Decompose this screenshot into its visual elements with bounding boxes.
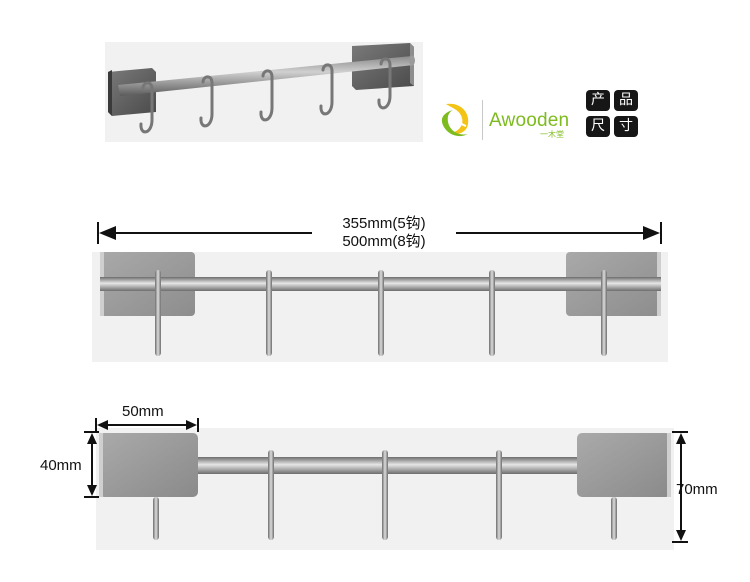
rail-3d xyxy=(118,56,414,96)
plate-height-label: 40mm xyxy=(40,457,82,474)
length-dimension-arrow xyxy=(97,222,662,244)
length-label-8-hooks: 500mm(8钩) xyxy=(342,233,426,250)
brand-divider xyxy=(482,100,483,140)
length-label-5-hooks: 355mm(5钩) xyxy=(342,215,426,232)
plate-height-dimension xyxy=(84,431,99,498)
awooden-swirl-logo-icon xyxy=(441,103,469,137)
overall-height-label: 70mm xyxy=(676,481,718,498)
badge-char: 寸 xyxy=(614,116,638,137)
plate-width-dimension xyxy=(95,418,199,432)
plate-width-label: 50mm xyxy=(122,403,164,420)
brand-name: Awooden xyxy=(489,110,570,131)
badge-char: 尺 xyxy=(586,116,610,137)
side-hooks xyxy=(153,450,617,540)
brand-subname: 一木堂 xyxy=(540,130,564,139)
overall-height-dimension xyxy=(672,431,688,543)
hooks-3d xyxy=(139,57,392,134)
product-size-badges: 产 品 尺 寸 xyxy=(586,90,640,138)
badge-char: 产 xyxy=(586,90,610,111)
left-plate-side xyxy=(99,433,198,497)
front-hooks xyxy=(155,270,607,356)
badge-char: 品 xyxy=(614,90,638,111)
right-plate-side xyxy=(577,433,671,497)
